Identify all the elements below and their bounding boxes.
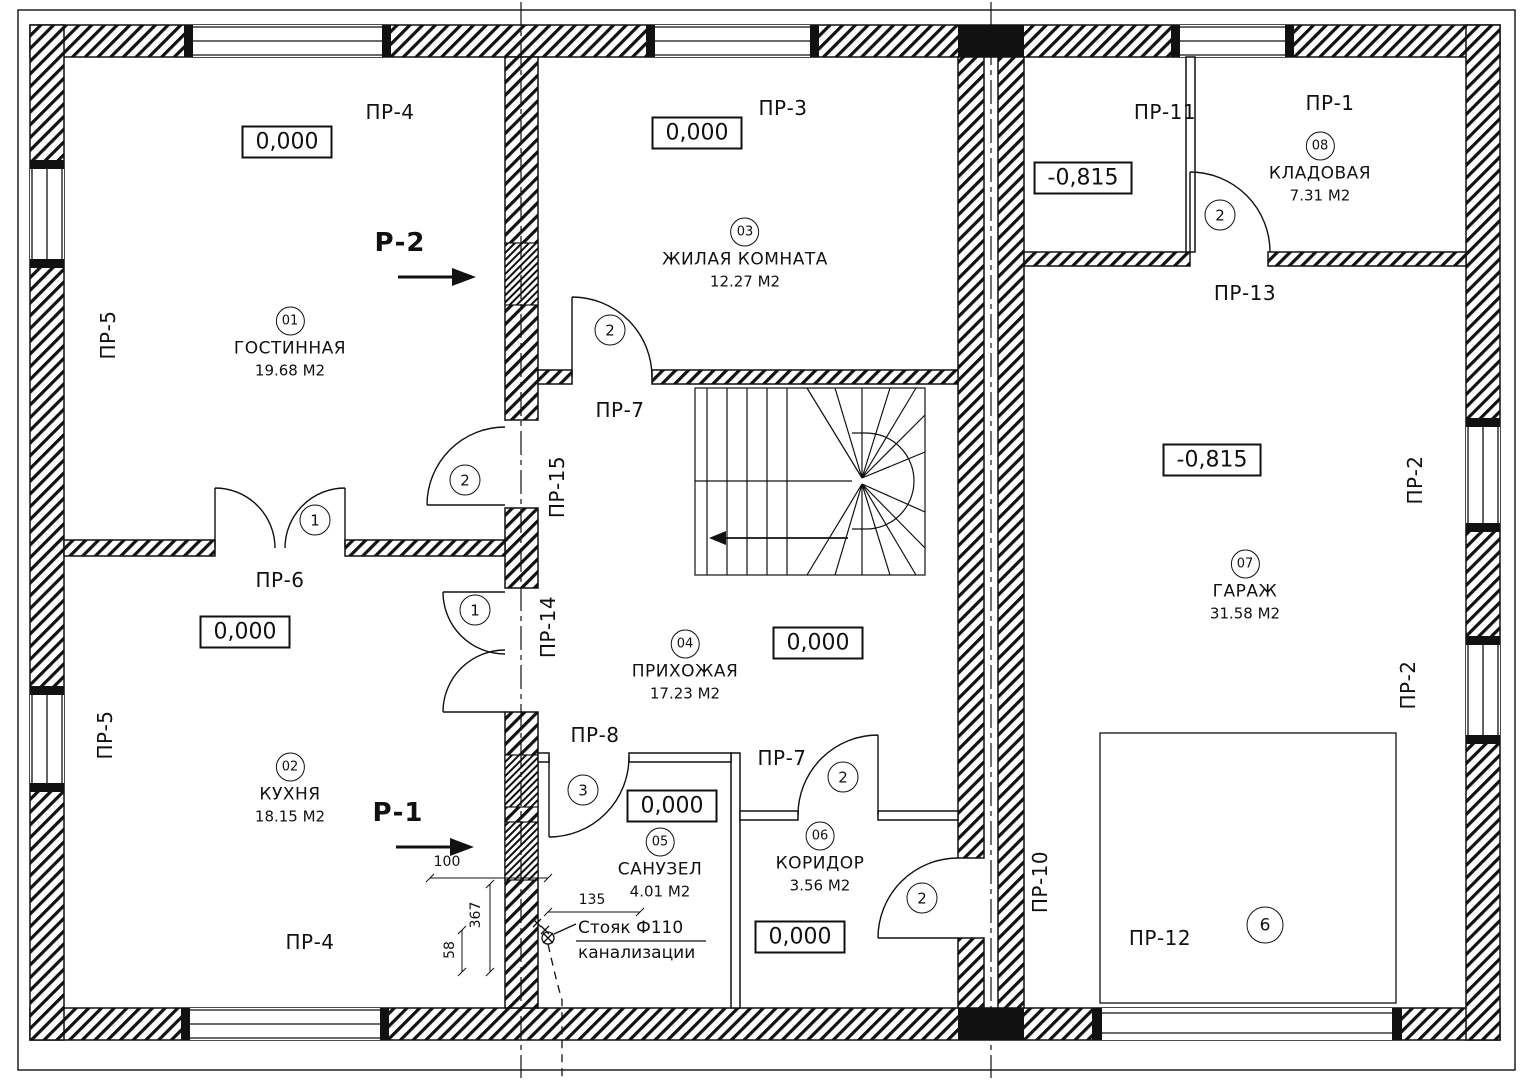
room-number: 08 — [1305, 131, 1335, 161]
elevation-mark-zero: 0,000 — [241, 125, 333, 159]
dimension-135: 135 — [578, 892, 606, 908]
gate-tag-6: 6 — [1246, 906, 1284, 944]
door-tag-3: 3 — [567, 774, 599, 806]
room-area: 3.56 М2 — [789, 876, 851, 895]
partition-label-pr15: ПР-15 — [545, 455, 569, 519]
elevation-mark-zero: 0,000 — [754, 920, 846, 954]
partition-label-pr6: ПР-6 — [255, 568, 305, 592]
door-tag-2: 2 — [827, 761, 859, 793]
riser-note-line2: канализации — [578, 942, 696, 963]
riser-note-line1: Стояк Ф110 — [578, 918, 684, 938]
room-name: КЛАДОВАЯ — [1268, 163, 1372, 184]
riser-note: Стояк Ф110 канализации — [578, 916, 695, 965]
partition-label-pr3: ПР-3 — [758, 96, 808, 120]
room-area: 31.58 М2 — [1209, 604, 1281, 623]
room-area: 4.01 М2 — [629, 882, 691, 901]
door-tag-1: 1 — [459, 594, 491, 626]
room-number: 03 — [730, 217, 760, 247]
room-name: САНУЗЕЛ — [617, 859, 703, 880]
partition-label-pr4-top: ПР-4 — [365, 100, 415, 124]
partition-label-pr2-upper: ПР-2 — [1403, 455, 1427, 505]
room-number: 07 — [1230, 549, 1260, 579]
partition-label-pr13: ПР-13 — [1213, 281, 1277, 305]
section-marker-r1: Р-1 — [372, 798, 424, 828]
partition-label-pr1: ПР-1 — [1305, 91, 1355, 115]
elevation-mark-zero: 0,000 — [626, 789, 718, 823]
elevation-mark-minus: -0,815 — [1162, 443, 1262, 477]
partition-label-pr12: ПР-12 — [1128, 926, 1192, 950]
room-number: 01 — [275, 306, 305, 336]
partition-label-pr11: ПР-11 — [1133, 100, 1197, 124]
section-marker-r2: Р-2 — [374, 228, 426, 258]
room-name: ЖИЛАЯ КОМНАТА — [662, 249, 828, 270]
room-number: 04 — [670, 629, 700, 659]
partition-label-pr7-upper: ПР-7 — [595, 398, 645, 422]
room-area: 18.15 М2 — [254, 807, 326, 826]
elevation-mark-zero: 0,000 — [651, 116, 743, 150]
room-area: 19.68 М2 — [254, 361, 326, 380]
elevation-mark-zero: 0,000 — [199, 615, 291, 649]
partition-label-pr5-lower: ПР-5 — [93, 710, 117, 760]
room-name: ПРИХОЖАЯ — [631, 661, 739, 682]
elevation-mark-zero: 0,000 — [772, 626, 864, 660]
partition-label-pr10: ПР-10 — [1028, 850, 1052, 914]
door-tag-2: 2 — [594, 314, 626, 346]
partition-label-pr7-lower: ПР-7 — [757, 746, 807, 770]
room-name: КУХНЯ — [259, 784, 321, 805]
door-tag-2: 2 — [906, 882, 938, 914]
partition-label-pr5-upper: ПР-5 — [96, 310, 120, 360]
partition-label-pr2-lower: ПР-2 — [1396, 660, 1420, 710]
room-label-garazh: 07 ГАРАЖ 31.58 М2 — [1209, 549, 1281, 623]
dimension-100: 100 — [433, 854, 461, 870]
room-number: 02 — [275, 752, 305, 782]
room-number: 05 — [645, 827, 675, 857]
partition-label-pr14: ПР-14 — [536, 595, 560, 659]
room-label-koridor: 06 КОРИДОР 3.56 М2 — [775, 821, 865, 895]
room-label-kladovaya: 08 КЛАДОВАЯ 7.31 М2 — [1268, 131, 1372, 205]
room-number: 06 — [805, 821, 835, 851]
partition-label-pr4-bottom: ПР-4 — [285, 930, 335, 954]
room-label-sanuzel: 05 САНУЗЕЛ 4.01 М2 — [617, 827, 703, 901]
room-label-kuhnya: 02 КУХНЯ 18.15 М2 — [254, 752, 326, 826]
door-tag-2: 2 — [449, 464, 481, 496]
room-name: КОРИДОР — [775, 853, 865, 874]
room-area: 12.27 М2 — [709, 272, 781, 291]
room-label-gostinnaya: 01 ГОСТИННАЯ 19.68 М2 — [233, 306, 347, 380]
dimension-58: 58 — [442, 941, 458, 959]
dimension-367: 367 — [468, 901, 484, 929]
elevation-mark-minus: -0,815 — [1033, 161, 1133, 195]
room-name: ГОСТИННАЯ — [233, 338, 347, 359]
door-tag-2: 2 — [1204, 199, 1236, 231]
room-name: ГАРАЖ — [1212, 581, 1278, 602]
door-tag-1: 1 — [299, 504, 331, 536]
partition-label-pr8: ПР-8 — [570, 723, 620, 747]
room-label-prihozhaya: 04 ПРИХОЖАЯ 17.23 М2 — [631, 629, 739, 703]
room-label-zhilaya-komnata: 03 ЖИЛАЯ КОМНАТА 12.27 М2 — [662, 217, 828, 291]
room-area: 17.23 М2 — [649, 684, 721, 703]
room-area: 7.31 М2 — [1289, 186, 1351, 205]
